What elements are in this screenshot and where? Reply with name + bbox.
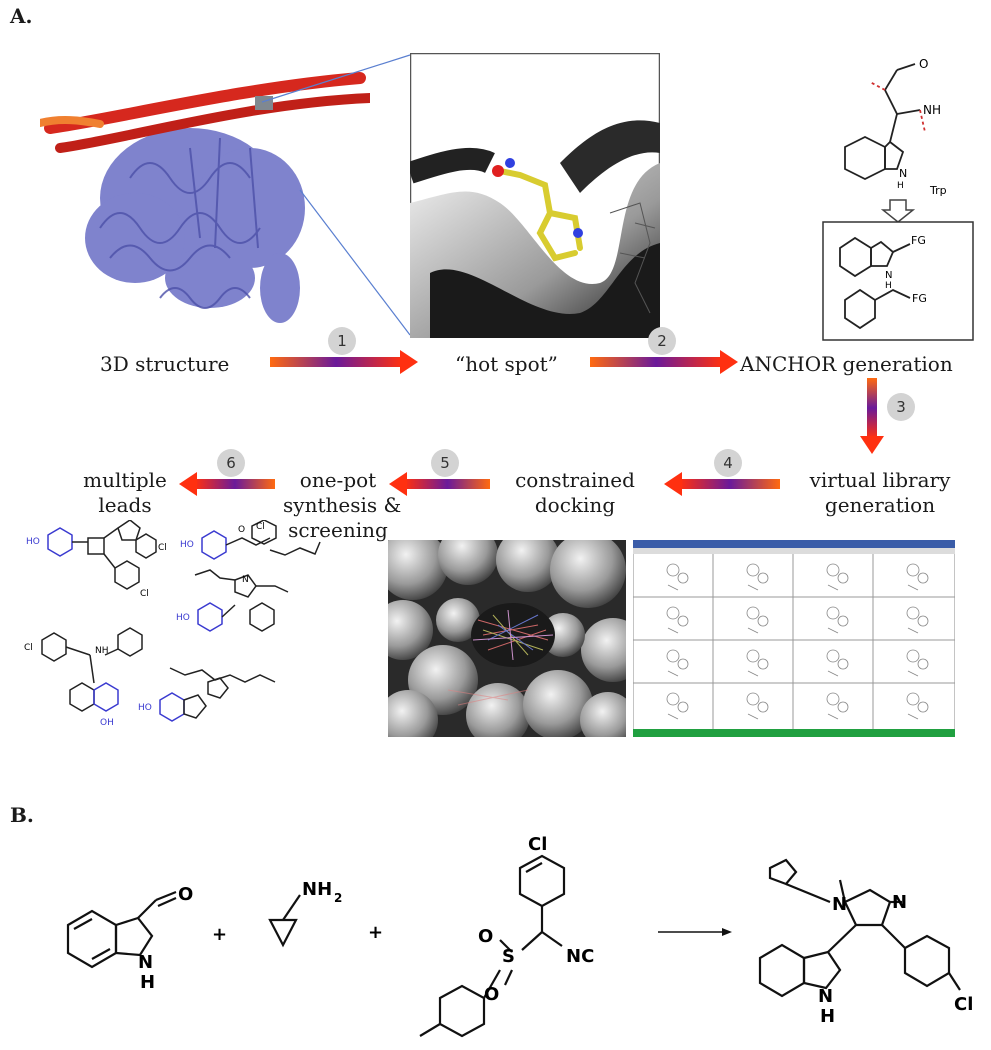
lead-nh: NH: [95, 646, 109, 656]
panel-a-label: A.: [10, 4, 33, 28]
aldehyde-indole-h: H: [140, 972, 155, 993]
step-5-badge: 5: [431, 449, 459, 477]
lead-oh: OH: [100, 718, 114, 728]
lead-cl-1: Cl: [158, 543, 167, 553]
plus-sign-1: +: [212, 924, 227, 945]
step-3-badge: 3: [887, 393, 915, 421]
product-imidazole-n1: N: [832, 894, 847, 915]
node-docking-line2: docking: [534, 493, 616, 517]
trp-indole-n-label: N: [899, 167, 907, 180]
trp-indole-h-label: H: [897, 181, 904, 191]
node-3d-structure: 3D structure: [100, 352, 230, 376]
panel-b-label: B.: [10, 803, 34, 827]
protein-structure-image: [40, 72, 370, 323]
product-imidazole-n3: N: [892, 892, 907, 913]
node-leads-line2: leads: [98, 493, 152, 517]
step-1-badge: 1: [328, 327, 356, 355]
lead-o-1: O: [238, 525, 245, 535]
anchor-fg1-label: FG: [911, 234, 926, 247]
trp-label: Trp: [929, 184, 947, 197]
node-docking-line1: constrained: [515, 468, 635, 492]
anchor-fg2-label: FG: [912, 292, 927, 305]
trp-nh-label: NH: [923, 103, 941, 117]
step-4-badge: 4: [714, 449, 742, 477]
aldehyde-indole-n: N: [138, 952, 153, 973]
node-synthesis-line1: one-pot: [299, 468, 377, 492]
node-virtual-library: virtual library generation: [795, 468, 965, 518]
lead-n-1: N: [242, 575, 249, 585]
docking-surface-image: [388, 540, 626, 737]
tosmic-oxygen-2: O: [484, 984, 499, 1005]
anchor-h-label: H: [885, 281, 892, 291]
node-anchor-generation: ANCHOR generation: [740, 352, 953, 376]
hot-spot-image: [410, 53, 660, 338]
product-indole-h: H: [820, 1006, 835, 1027]
amine-subscript: 2: [334, 891, 342, 905]
lead-cl-3: Cl: [256, 522, 265, 532]
step-2-badge: 2: [648, 327, 676, 355]
aldehyde-oxygen: O: [178, 884, 193, 905]
lead-ho-1: HO: [26, 537, 40, 547]
trp-oxygen-label: O: [919, 57, 928, 71]
node-constrained-docking: constrained docking: [505, 468, 645, 518]
anchor-structures: O NH N H Trp FG N H FG: [822, 57, 974, 341]
node-synthesis-line3: screening: [288, 518, 388, 542]
arrow-step-3: [860, 378, 884, 454]
node-multiple-leads: multiple leads: [75, 468, 175, 518]
plus-sign-2: +: [368, 922, 383, 943]
tosmic-oxygen-1: O: [478, 926, 493, 947]
lead-ho-4: HO: [138, 703, 152, 713]
lead-ho-3: HO: [176, 613, 190, 623]
product-indole-n: N: [818, 986, 833, 1007]
anchor-n-label: N: [885, 270, 892, 281]
node-virtual-library-line1: virtual library: [809, 468, 951, 492]
amine-label: NH: [302, 879, 332, 900]
lead-cl-4: Cl: [24, 643, 33, 653]
tosmic-isocyanide: NC: [566, 946, 594, 967]
tosmic-chlorine: Cl: [528, 834, 547, 855]
node-virtual-library-line2: generation: [824, 493, 936, 517]
node-hot-spot: “hot spot”: [455, 352, 558, 376]
lead-ho-2: HO: [180, 540, 194, 550]
multiple-leads-structures: HO Cl Cl HO Cl O HO N Cl NH OH HO: [24, 520, 321, 728]
step-6-badge: 6: [217, 449, 245, 477]
product-chlorine: Cl: [954, 994, 973, 1015]
virtual-library-screenshot: [633, 540, 955, 737]
node-leads-line1: multiple: [83, 468, 167, 492]
lead-cl-2: Cl: [140, 589, 149, 599]
tosmic-sulfur: S: [502, 946, 515, 967]
node-one-pot-synthesis: one-pot synthesis & screening: [283, 468, 402, 543]
reaction-scheme: O N H + NH 2 + Cl S O O NC N N N H Cl: [66, 834, 973, 1038]
node-synthesis-line2: synthesis &: [283, 493, 402, 517]
